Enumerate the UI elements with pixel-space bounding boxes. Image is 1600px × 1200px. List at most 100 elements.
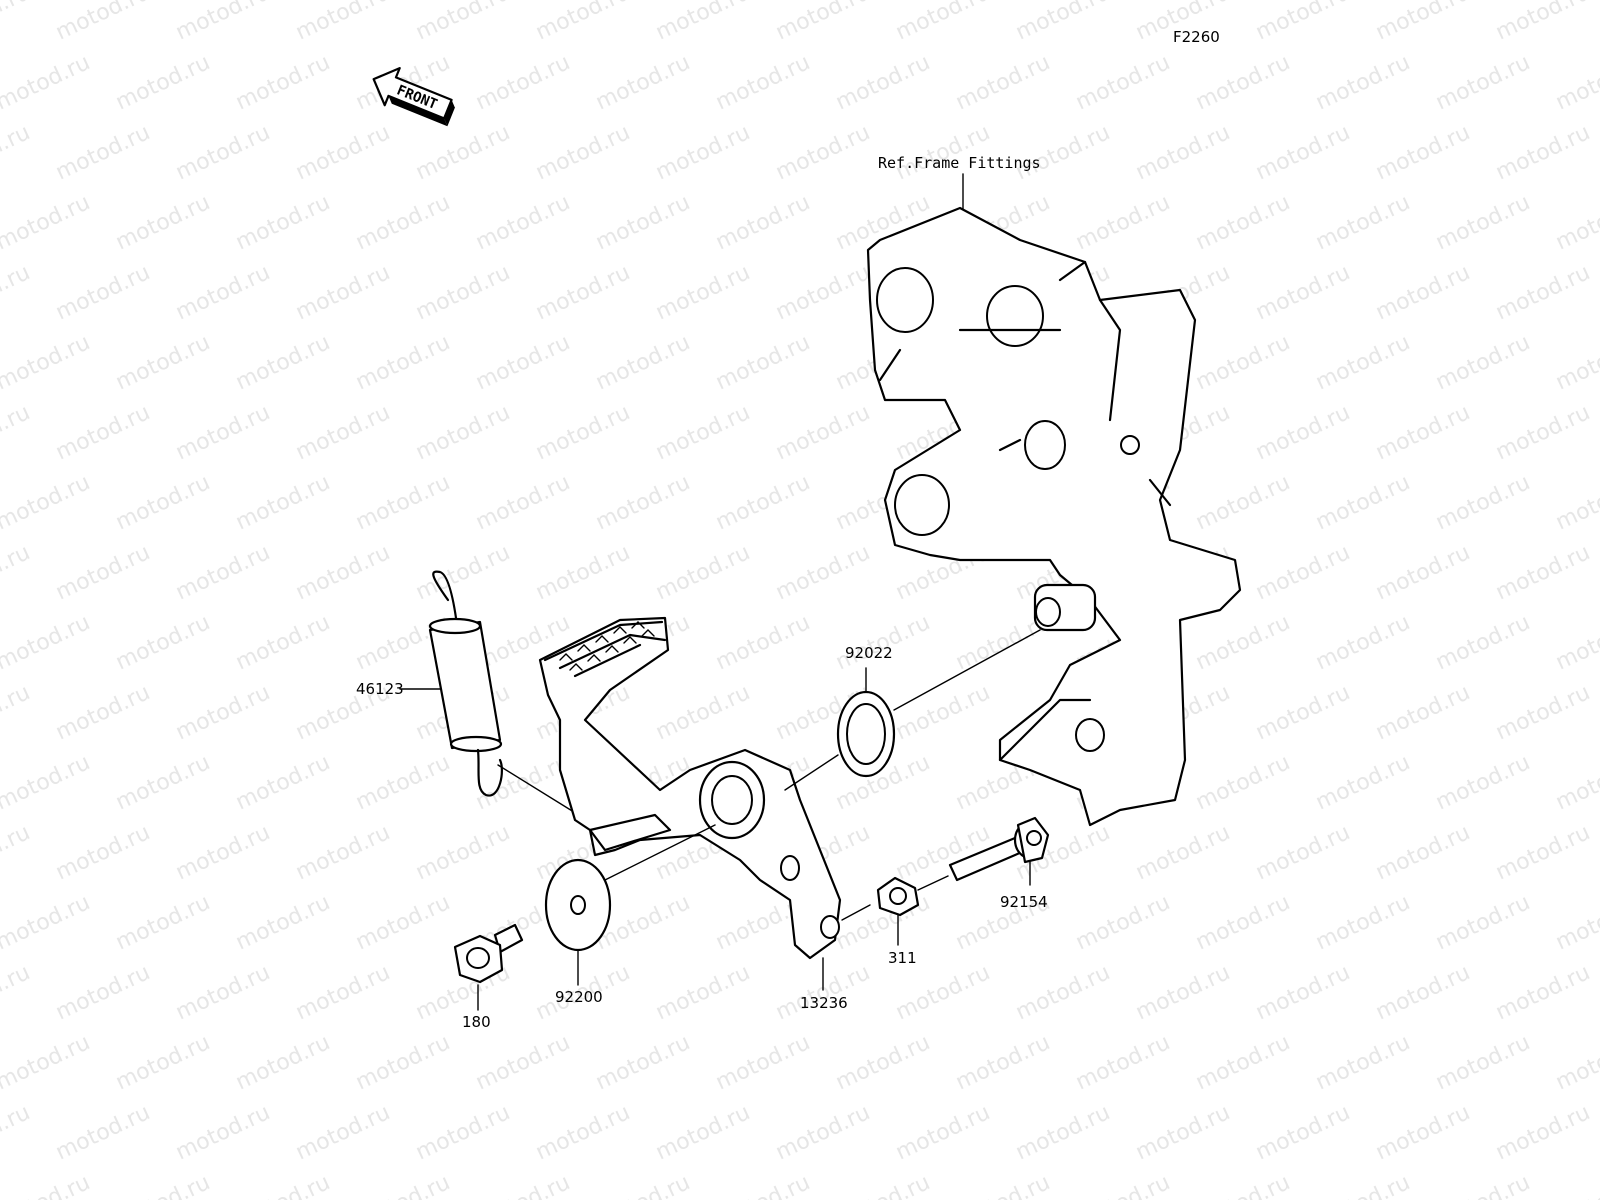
watermark-text: motod.ru (1192, 610, 1294, 675)
watermark-text: motod.ru (232, 50, 334, 115)
watermark-text: motod.ru (0, 1170, 94, 1200)
watermark-text: motod.ru (112, 190, 214, 255)
watermark-text: motod.ru (592, 190, 694, 255)
watermark-text: motod.ru (0, 260, 34, 325)
watermark-text: motod.ru (0, 470, 94, 535)
part-label-13236: 13236 (800, 994, 848, 1012)
watermark-text: motod.ru (1072, 190, 1174, 255)
watermark-text: motod.ru (532, 260, 634, 325)
watermark-text: motod.ru (652, 400, 754, 465)
watermark-text: motod.ru (112, 50, 214, 115)
watermark-text: motod.ru (352, 1170, 454, 1200)
spring-46123 (428, 570, 591, 823)
watermark-text: motod.ru (712, 610, 814, 675)
watermark-text: motod.ru (1432, 750, 1534, 815)
watermark-text: motod.ru (0, 190, 94, 255)
brake-pedal-13236 (538, 616, 842, 960)
watermark-text: motod.ru (232, 750, 334, 815)
watermark-text: motod.ru (1312, 1170, 1414, 1200)
nut-311 (841, 875, 949, 946)
watermark-text: motod.ru (1312, 610, 1414, 675)
watermark-text: motod.ru (0, 890, 94, 955)
watermark-text: motod.ru (892, 680, 994, 745)
watermark-text: motod.ru (1312, 330, 1414, 395)
watermark-text: motod.ru (352, 750, 454, 815)
frame-fittings-bracket (866, 206, 1242, 827)
watermark-text: motod.ru (712, 50, 814, 115)
watermark-text: motod.ru (232, 470, 334, 535)
watermark-text: motod.ru (1012, 0, 1114, 45)
watermark-text: motod.ru (712, 190, 814, 255)
watermark-text: motod.ru (1252, 1100, 1354, 1165)
watermark-text: motod.ru (172, 680, 274, 745)
watermark-text: motod.ru (292, 260, 394, 325)
watermark-text: motod.ru (652, 120, 754, 185)
watermark-text: motod.ru (172, 0, 274, 45)
watermark-text: motod.ru (1192, 330, 1294, 395)
watermark-text: motod.ru (1252, 0, 1354, 45)
watermark-text: motod.ru (1132, 120, 1234, 185)
watermark-text: motod.ru (772, 400, 874, 465)
watermark-text: motod.ru (232, 330, 334, 395)
watermark-text: motod.ru (1252, 820, 1354, 885)
watermark-text: motod.ru (412, 0, 514, 45)
watermark-text: motod.ru (112, 1170, 214, 1200)
watermark-text: motod.ru (52, 680, 154, 745)
watermark-text: motod.ru (1492, 540, 1594, 605)
watermark-text: motod.ru (772, 540, 874, 605)
watermark-text: motod.ru (1192, 1170, 1294, 1200)
watermark-text: motod.ru (592, 50, 694, 115)
watermark-text: motod.ru (412, 260, 514, 325)
watermark-text: motod.ru (0, 750, 94, 815)
watermark-text: motod.ru (1432, 50, 1534, 115)
watermark-text: motod.ru (112, 470, 214, 535)
watermark-text: motod.ru (712, 1030, 814, 1095)
watermark-text: motod.ru (292, 540, 394, 605)
watermark-text: motod.ru (0, 960, 34, 1025)
watermark-text: motod.ru (532, 120, 634, 185)
watermark-text: motod.ru (1312, 470, 1414, 535)
watermark-text: motod.ru (1372, 400, 1474, 465)
watermark-text: motod.ru (1372, 120, 1474, 185)
watermark-text: motod.ru (1012, 960, 1114, 1025)
watermark-text: motod.ru (652, 1100, 754, 1165)
watermark-text: motod.ru (172, 960, 274, 1025)
watermark-text: motod.ru (532, 1100, 634, 1165)
watermark-text: motod.ru (172, 260, 274, 325)
watermark-text: motod.ru (1492, 0, 1594, 45)
watermark-text: motod.ru (52, 260, 154, 325)
watermark-text: motod.ru (592, 1170, 694, 1200)
watermark-text: motod.ru (1552, 1170, 1600, 1200)
watermark-text: motod.ru (1372, 0, 1474, 45)
watermark-text: motod.ru (1252, 960, 1354, 1025)
watermark-text: motod.ru (52, 1100, 154, 1165)
watermark-text: motod.ru (52, 540, 154, 605)
watermark-text: motod.ru (0, 0, 34, 45)
watermark-text: motod.ru (112, 750, 214, 815)
watermark-text: motod.ru (1012, 120, 1114, 185)
watermark-text: motod.ru (1432, 1170, 1534, 1200)
watermark-text: motod.ru (1432, 890, 1534, 955)
watermark-text: motod.ru (172, 400, 274, 465)
watermark-text: motod.ru (1492, 400, 1594, 465)
watermark-text: motod.ru (352, 190, 454, 255)
watermark-text: motod.ru (172, 820, 274, 885)
watermark-text: motod.ru (472, 1170, 574, 1200)
watermark-text: motod.ru (772, 120, 874, 185)
watermark-text: motod.ru (472, 50, 574, 115)
watermark-text: motod.ru (0, 680, 34, 745)
watermark-text: motod.ru (1552, 1030, 1600, 1095)
watermark-text: motod.ru (172, 1100, 274, 1165)
part-label-92022: 92022 (845, 644, 893, 662)
washer-92200 (544, 824, 716, 986)
watermark-text: motod.ru (532, 400, 634, 465)
watermark-text: motod.ru (1552, 610, 1600, 675)
bolt-180 (453, 923, 524, 1011)
watermark-text: motod.ru (1192, 190, 1294, 255)
watermark-text: motod.ru (1312, 190, 1414, 255)
watermark-text: motod.ru (1432, 1030, 1534, 1095)
watermark-text: motod.ru (172, 120, 274, 185)
watermark-text: motod.ru (1492, 820, 1594, 885)
